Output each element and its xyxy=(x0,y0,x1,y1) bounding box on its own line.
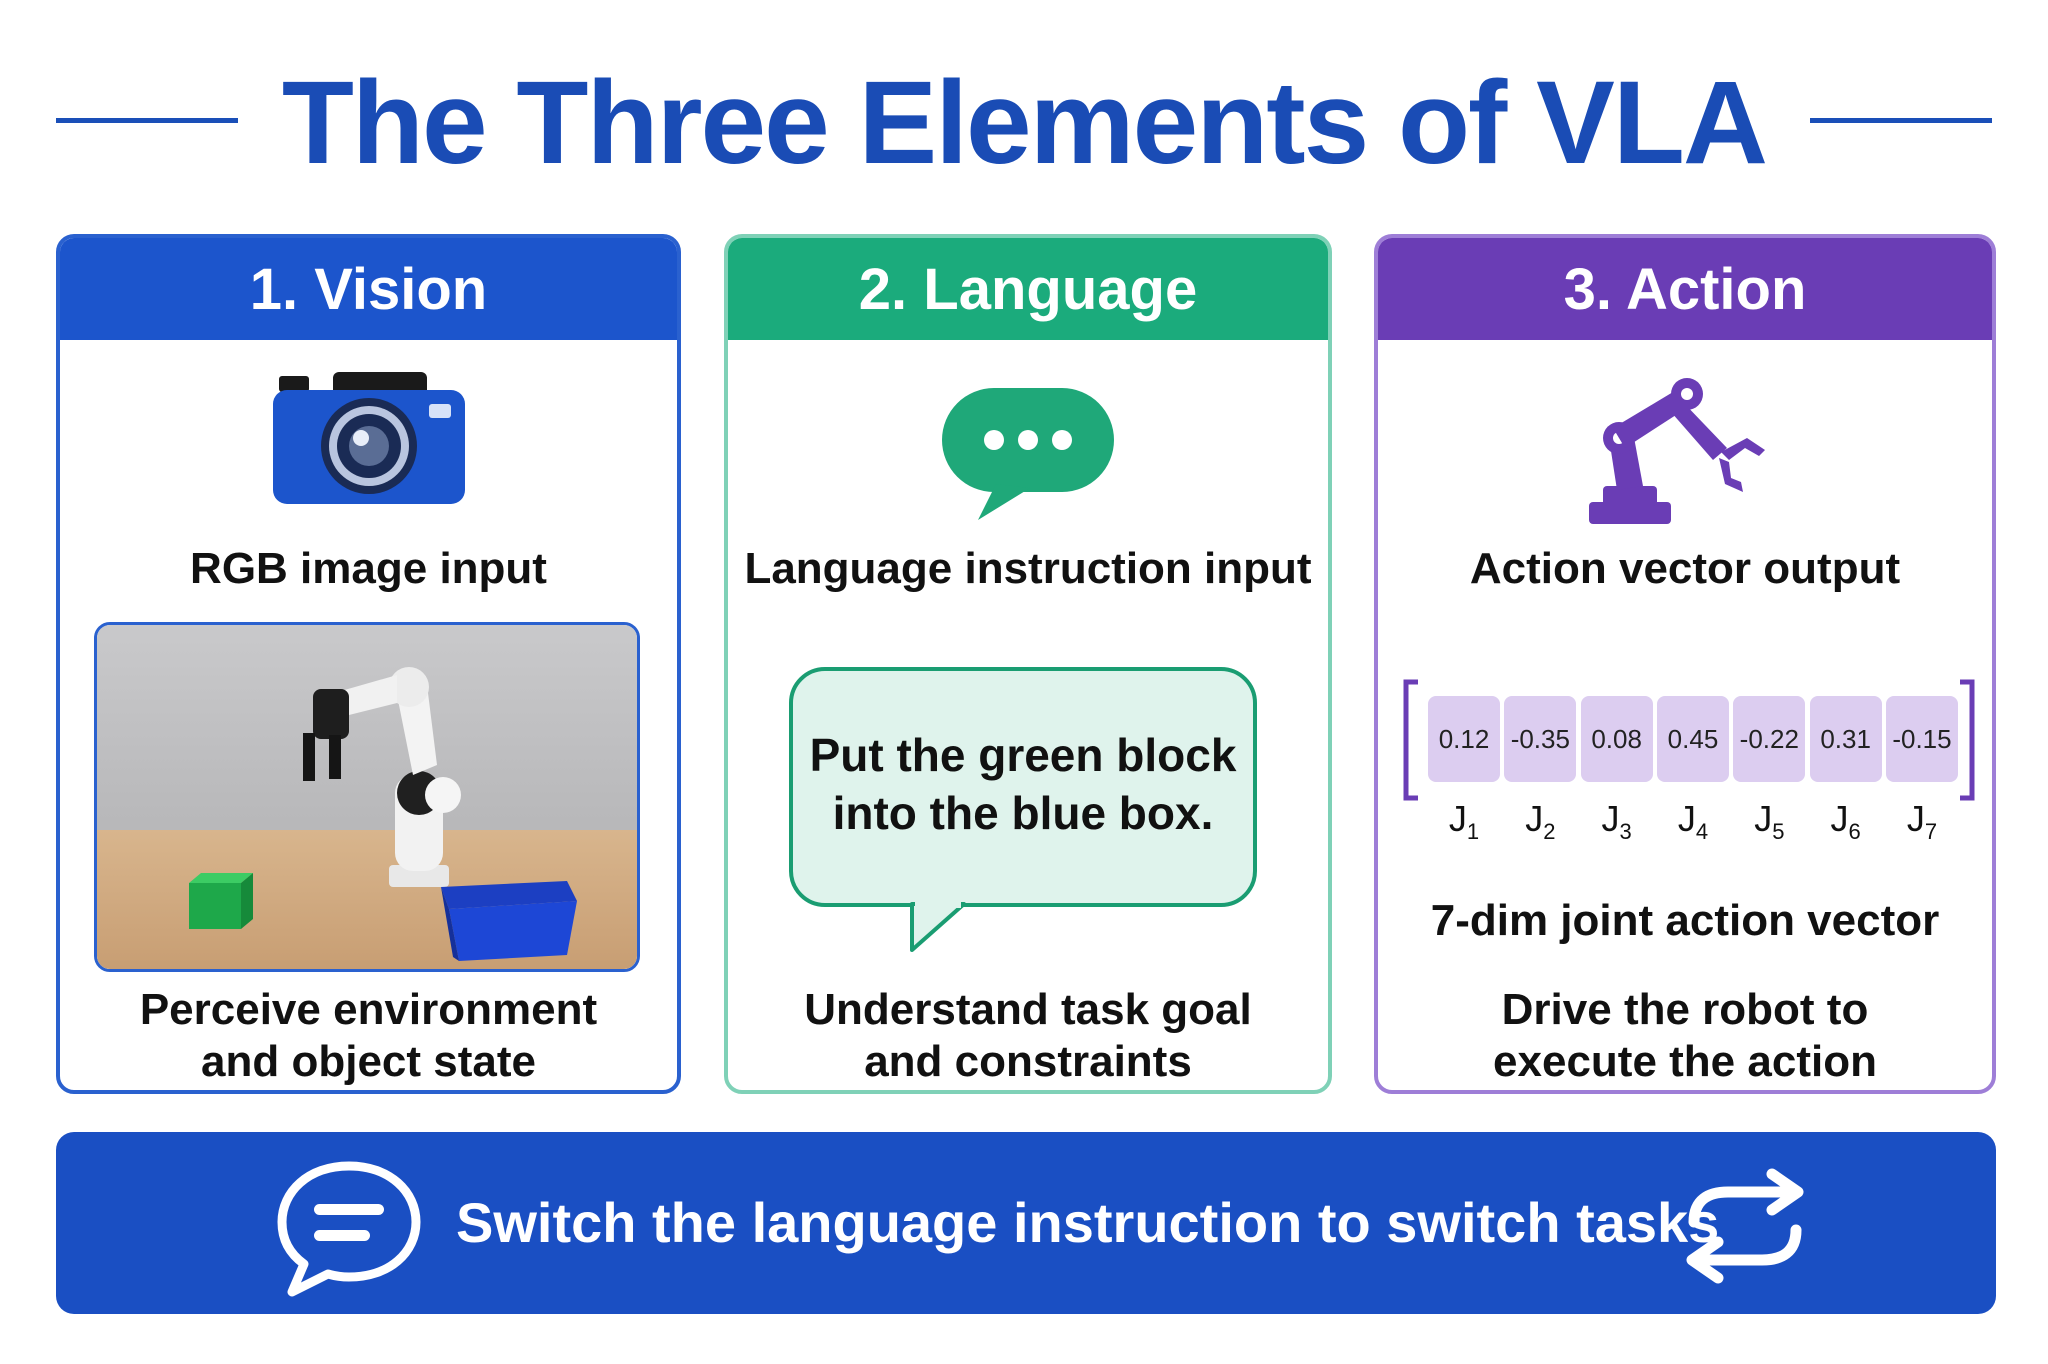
vision-caption: Perceive environment and object state xyxy=(60,984,677,1088)
language-card-heading: 2. Language xyxy=(728,238,1328,340)
vector-cell-3: 0.08 xyxy=(1580,696,1653,782)
language-caption-line-1: Understand task goal xyxy=(804,985,1252,1034)
vector-cell-4: 0.45 xyxy=(1656,696,1729,782)
vision-subtitle: RGB image input xyxy=(190,544,547,593)
camera-icon xyxy=(60,368,677,508)
vector-cell-5: -0.22 xyxy=(1733,696,1806,782)
right-bracket xyxy=(1960,679,1975,801)
language-caption: Understand task goal and constraints xyxy=(728,984,1328,1088)
instruction-bubble: Put the green block into the blue box. xyxy=(788,666,1258,956)
action-card: 3. Action Action vector output 0.12 -0.3… xyxy=(1374,234,1996,1094)
joint-label-5: J5 xyxy=(1754,798,1785,845)
language-subtitle: Language instruction input xyxy=(744,544,1312,593)
vision-card: 1. Vision RGB image input xyxy=(56,234,681,1094)
left-bracket xyxy=(1403,679,1418,801)
banner-text: Switch the language instruction to switc… xyxy=(456,1191,1720,1254)
action-vector: 0.12 -0.35 0.08 0.45 -0.22 0.31 -0.15 xyxy=(1402,678,1976,808)
instruction-text: Put the green block into the blue box. xyxy=(788,726,1258,842)
vision-caption-line-2: and object state xyxy=(201,1037,536,1086)
vision-card-heading: 1. Vision xyxy=(60,238,677,340)
chat-bubble-icon xyxy=(728,384,1328,524)
vector-cell-2: -0.35 xyxy=(1504,696,1577,782)
joint-label-1: J1 xyxy=(1448,798,1480,845)
title-rule-right xyxy=(1810,118,1992,123)
action-caption-line-1: Drive the robot to xyxy=(1501,985,1869,1034)
robot-arm-icon xyxy=(1378,374,1992,534)
language-card: 2. Language Language instruction input P… xyxy=(724,234,1332,1094)
title-rule-left xyxy=(56,118,238,123)
instruction-line-2: into the blue box. xyxy=(832,787,1214,839)
vector-cell-1: 0.12 xyxy=(1428,696,1500,782)
joint-label-7: J7 xyxy=(1906,798,1938,845)
switch-banner: Switch the language instruction to switc… xyxy=(56,1132,1996,1314)
title-row: The Three Elements of VLA xyxy=(0,48,2048,198)
vision-caption-line-1: Perceive environment xyxy=(139,985,598,1034)
joint-label-6: J6 xyxy=(1830,798,1861,845)
vector-cell-6: 0.31 xyxy=(1809,696,1882,782)
joint-label-2: J2 xyxy=(1525,798,1556,845)
vector-label: 7-dim joint action vector xyxy=(1430,896,1940,945)
joint-label-4: J4 xyxy=(1677,798,1709,845)
vector-cell-7: -0.15 xyxy=(1885,696,1958,782)
instruction-line-1: Put the green block xyxy=(809,729,1237,781)
message-icon xyxy=(274,1158,424,1303)
vector-cells: 0.12 -0.35 0.08 0.45 -0.22 0.31 -0.15 xyxy=(1428,696,1958,782)
joint-label-3: J3 xyxy=(1601,798,1632,845)
robot-scene-image xyxy=(94,622,640,972)
action-caption: Drive the robot to execute the action xyxy=(1378,984,1992,1088)
language-caption-line-2: and constraints xyxy=(864,1037,1192,1086)
action-caption-line-2: execute the action xyxy=(1493,1037,1877,1086)
action-subtitle: Action vector output xyxy=(1469,544,1901,593)
switch-arrows-icon xyxy=(1680,1166,1810,1291)
joint-labels: J1 J2 J3 J4 J5 J6 J7 xyxy=(1428,798,1958,848)
page-title: The Three Elements of VLA xyxy=(281,57,1768,189)
action-card-heading: 3. Action xyxy=(1378,238,1992,340)
